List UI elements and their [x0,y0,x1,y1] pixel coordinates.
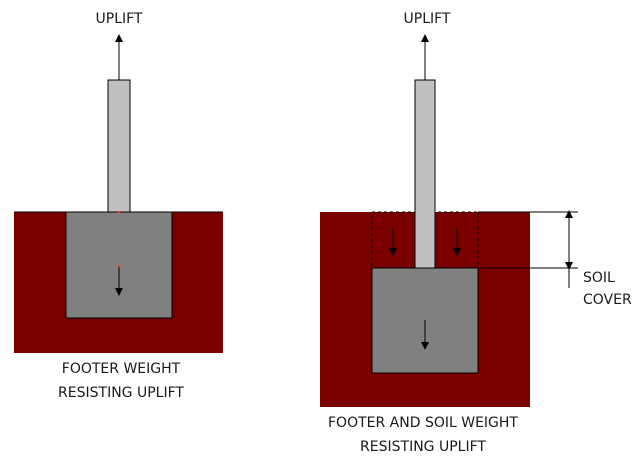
soil-cover-label-line1: SOIL [583,270,615,286]
right-soil-cover-zone [371,211,479,269]
left-footer-center-dot [117,264,121,268]
left-column [107,79,131,213]
left-uplift-label: UPLIFT [96,11,143,27]
right-caption-line2: RESISTING UPLIFT [360,439,486,455]
left-diagram: UPLIFT FOOTER WEIGHT RESISTING UPLIFT [14,11,223,401]
left-caption-line1: FOOTER WEIGHT [62,361,181,377]
right-diagram: UPLIFT SOIL COVER FOOTER AND SOIL WEIGHT… [320,11,632,455]
left-caption-line2: RESISTING UPLIFT [58,385,184,401]
right-column [414,79,436,269]
left-column-base-dot [117,210,121,214]
right-uplift-label: UPLIFT [404,11,451,27]
soil-cover-label-line2: COVER [583,292,632,308]
right-caption-line1: FOOTER AND SOIL WEIGHT [328,415,518,431]
